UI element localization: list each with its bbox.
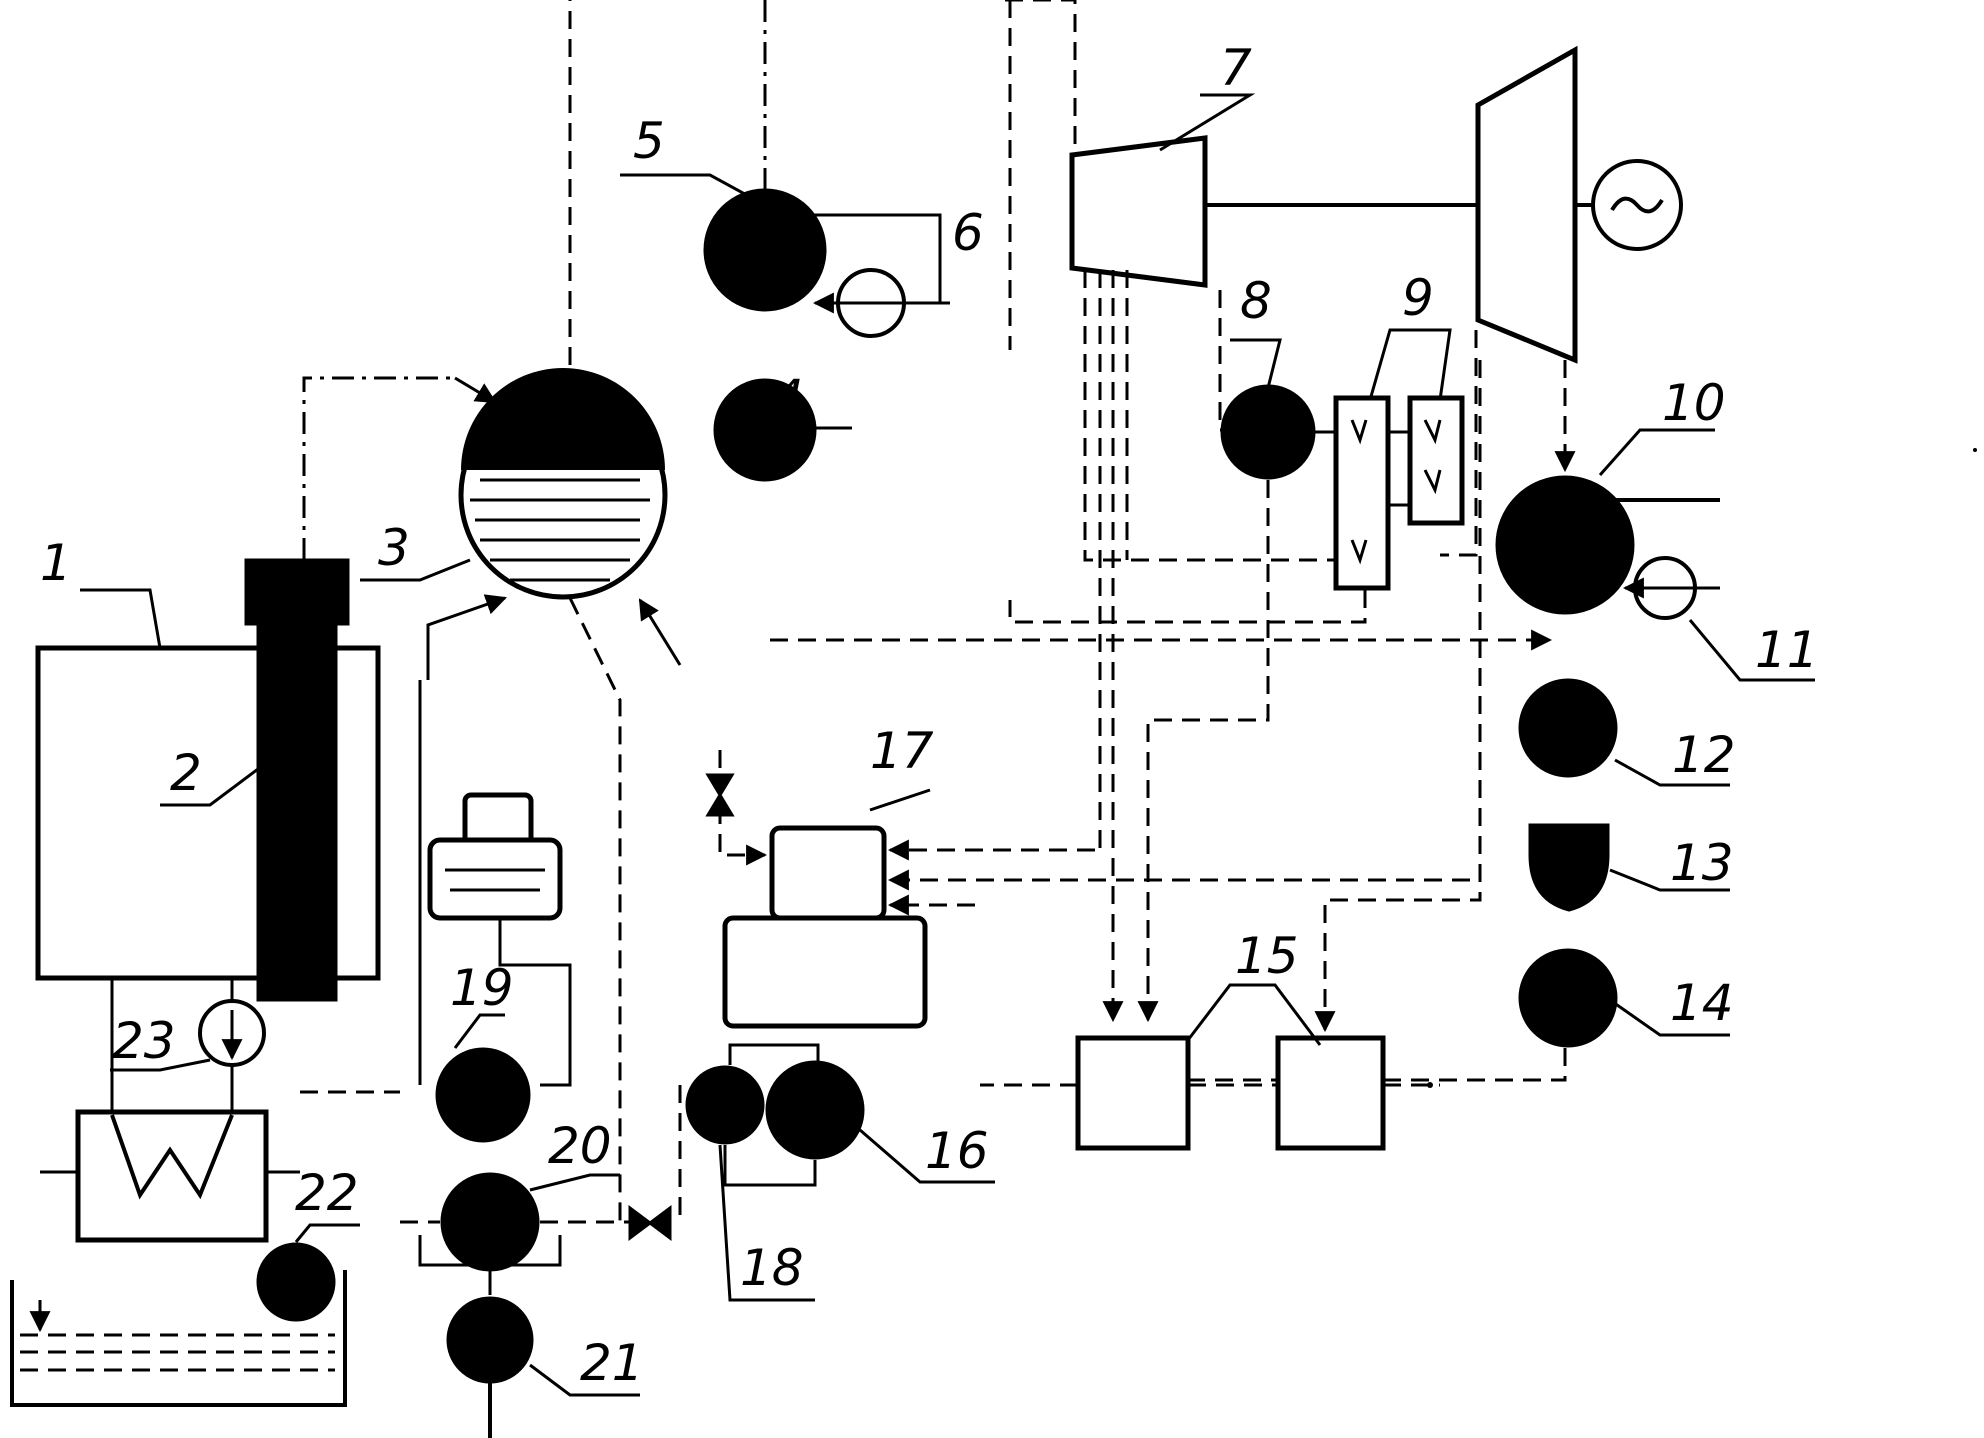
- label-19: 19: [450, 959, 514, 1017]
- line-turbine-down1: [1083, 270, 1380, 562]
- unit-9-heater-b: [1407, 395, 1465, 526]
- line-heater-return: [1008, 590, 1367, 624]
- line-to-15b: [1314, 360, 1482, 1033]
- label-20: 20: [548, 1117, 612, 1175]
- valve-icon-upper: [705, 773, 735, 817]
- unit-23-pump: [198, 999, 266, 1067]
- line-valve-to-17: [718, 750, 768, 866]
- label-8: 8: [1240, 272, 1272, 330]
- label-2: 2: [170, 744, 202, 802]
- label-6: 6: [952, 204, 984, 262]
- line-8-down: [1137, 480, 1270, 1023]
- unit-20-pump: [440, 1172, 540, 1272]
- unit-17-deaerator: [722, 825, 928, 1029]
- valve-icon-lower: [628, 1205, 672, 1241]
- stray-dot: [1973, 448, 1977, 452]
- line-turbine-down2: [1095, 270, 1102, 852]
- line-top-right: [1005, 0, 1077, 150]
- arrow-into-drum-left: [426, 594, 507, 680]
- label-11: 11: [1755, 621, 1819, 679]
- unit-10-condenser: [1495, 475, 1635, 615]
- unit-7-turbine: [1069, 135, 1208, 288]
- generator-icon: [1591, 159, 1683, 251]
- unit-19-pump: [435, 1047, 531, 1143]
- unit-15-box-a: [1075, 1035, 1191, 1151]
- unit-5: [703, 188, 827, 312]
- water-basin: [10, 1270, 347, 1407]
- label-18: 18: [740, 1239, 804, 1297]
- heater-connections: [1314, 430, 1410, 507]
- label-23: 23: [112, 1012, 176, 1070]
- unit-15-box-b: [1275, 1035, 1386, 1151]
- label-14: 14: [1670, 974, 1734, 1032]
- line-tank-to-19: [498, 918, 572, 1087]
- stray-dot: [1427, 1082, 1433, 1088]
- line-drum-down: [568, 597, 622, 1230]
- unit-19-tank: [427, 792, 563, 921]
- unit-21-pump: [446, 1296, 534, 1384]
- unit-2-column: [244, 558, 350, 1002]
- label-5: 5: [633, 112, 665, 170]
- unit-13: [1528, 823, 1610, 912]
- label-10: 10: [1662, 374, 1726, 432]
- unit-9-heater-a: [1333, 395, 1391, 591]
- unit-14: [1518, 948, 1618, 1048]
- leader-lines: [80, 93, 1815, 1397]
- arrow-to-drum: [454, 376, 497, 404]
- label-22: 22: [295, 1164, 359, 1222]
- label-4: 4: [772, 369, 804, 427]
- line-16-18-top: [728, 1043, 820, 1065]
- label-3: 3: [378, 519, 410, 577]
- label-1: 1: [40, 534, 72, 592]
- unit-22-pump: [256, 1242, 336, 1322]
- unit-12: [1518, 678, 1618, 778]
- unit-18-pump: [685, 1065, 765, 1145]
- unit-11-pump: [1622, 556, 1720, 620]
- arrow-into-drum-right: [638, 598, 682, 666]
- unit-3-drum: [458, 368, 668, 600]
- label-13: 13: [1670, 834, 1734, 892]
- label-16: 16: [925, 1122, 989, 1180]
- label-7: 7: [1220, 39, 1252, 97]
- high-turbine: [1475, 45, 1578, 364]
- unit-8: [1220, 384, 1316, 480]
- line-hp-to-heaters: [1440, 330, 1478, 557]
- label-12: 12: [1672, 726, 1736, 784]
- label-9: 9: [1402, 269, 1434, 327]
- line-16-18-bottom: [723, 1145, 817, 1187]
- unit-6-pump: [812, 268, 950, 338]
- label-15: 15: [1235, 927, 1299, 985]
- unit-4: [713, 378, 817, 482]
- label-21: 21: [580, 1334, 644, 1392]
- heat-exchanger: [75, 1109, 269, 1243]
- unit-16-pump: [765, 1060, 865, 1160]
- line-column-to-drum: [302, 376, 458, 560]
- label-17: 17: [870, 722, 934, 780]
